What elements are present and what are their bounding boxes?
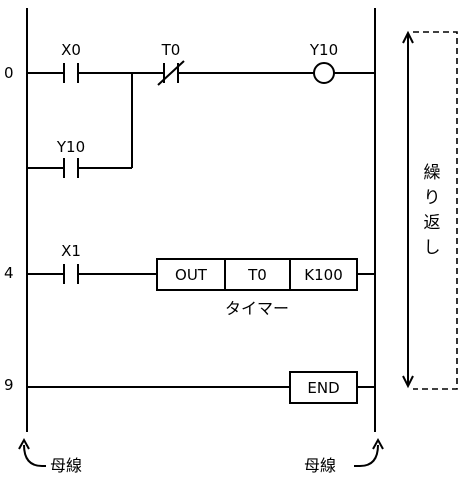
contact-label-y10: Y10 xyxy=(56,138,85,156)
repeat-char-3: 返 xyxy=(424,213,441,233)
no-contact-x0 xyxy=(63,63,79,83)
instruction-out: OUT xyxy=(175,266,208,284)
step-number-9: 9 xyxy=(4,376,14,394)
left-bus-label: 母線 xyxy=(50,456,82,475)
coil-label-y10: Y10 xyxy=(309,41,338,59)
repeat-char-2: り xyxy=(424,188,441,208)
repeat-bracket xyxy=(402,30,458,390)
rung-9: END xyxy=(27,371,375,404)
coil-y10 xyxy=(313,62,335,84)
step-number-0: 0 xyxy=(4,64,14,82)
timer-caption: タイマー xyxy=(225,299,289,318)
left-bus-arrow xyxy=(18,437,46,467)
instruction-t0: T0 xyxy=(247,266,267,284)
contact-label-x1: X1 xyxy=(61,242,81,260)
contact-label-t0: T0 xyxy=(161,41,181,59)
rung-0: X0 T0 Y10 xyxy=(27,41,375,86)
parallel-branch-y10: Y10 xyxy=(27,73,133,178)
step-number-4: 4 xyxy=(4,264,14,282)
contact-label-x0: X0 xyxy=(61,41,81,59)
end-label: END xyxy=(307,379,339,397)
right-bus-arrow xyxy=(354,437,384,467)
repeat-char-4: し xyxy=(424,238,441,258)
rung-4: X1 OUT T0 K100 タイマー xyxy=(27,242,375,318)
right-bus-label: 母線 xyxy=(304,456,336,475)
repeat-char-1: 繰 xyxy=(424,163,441,183)
instruction-k100: K100 xyxy=(304,266,342,284)
